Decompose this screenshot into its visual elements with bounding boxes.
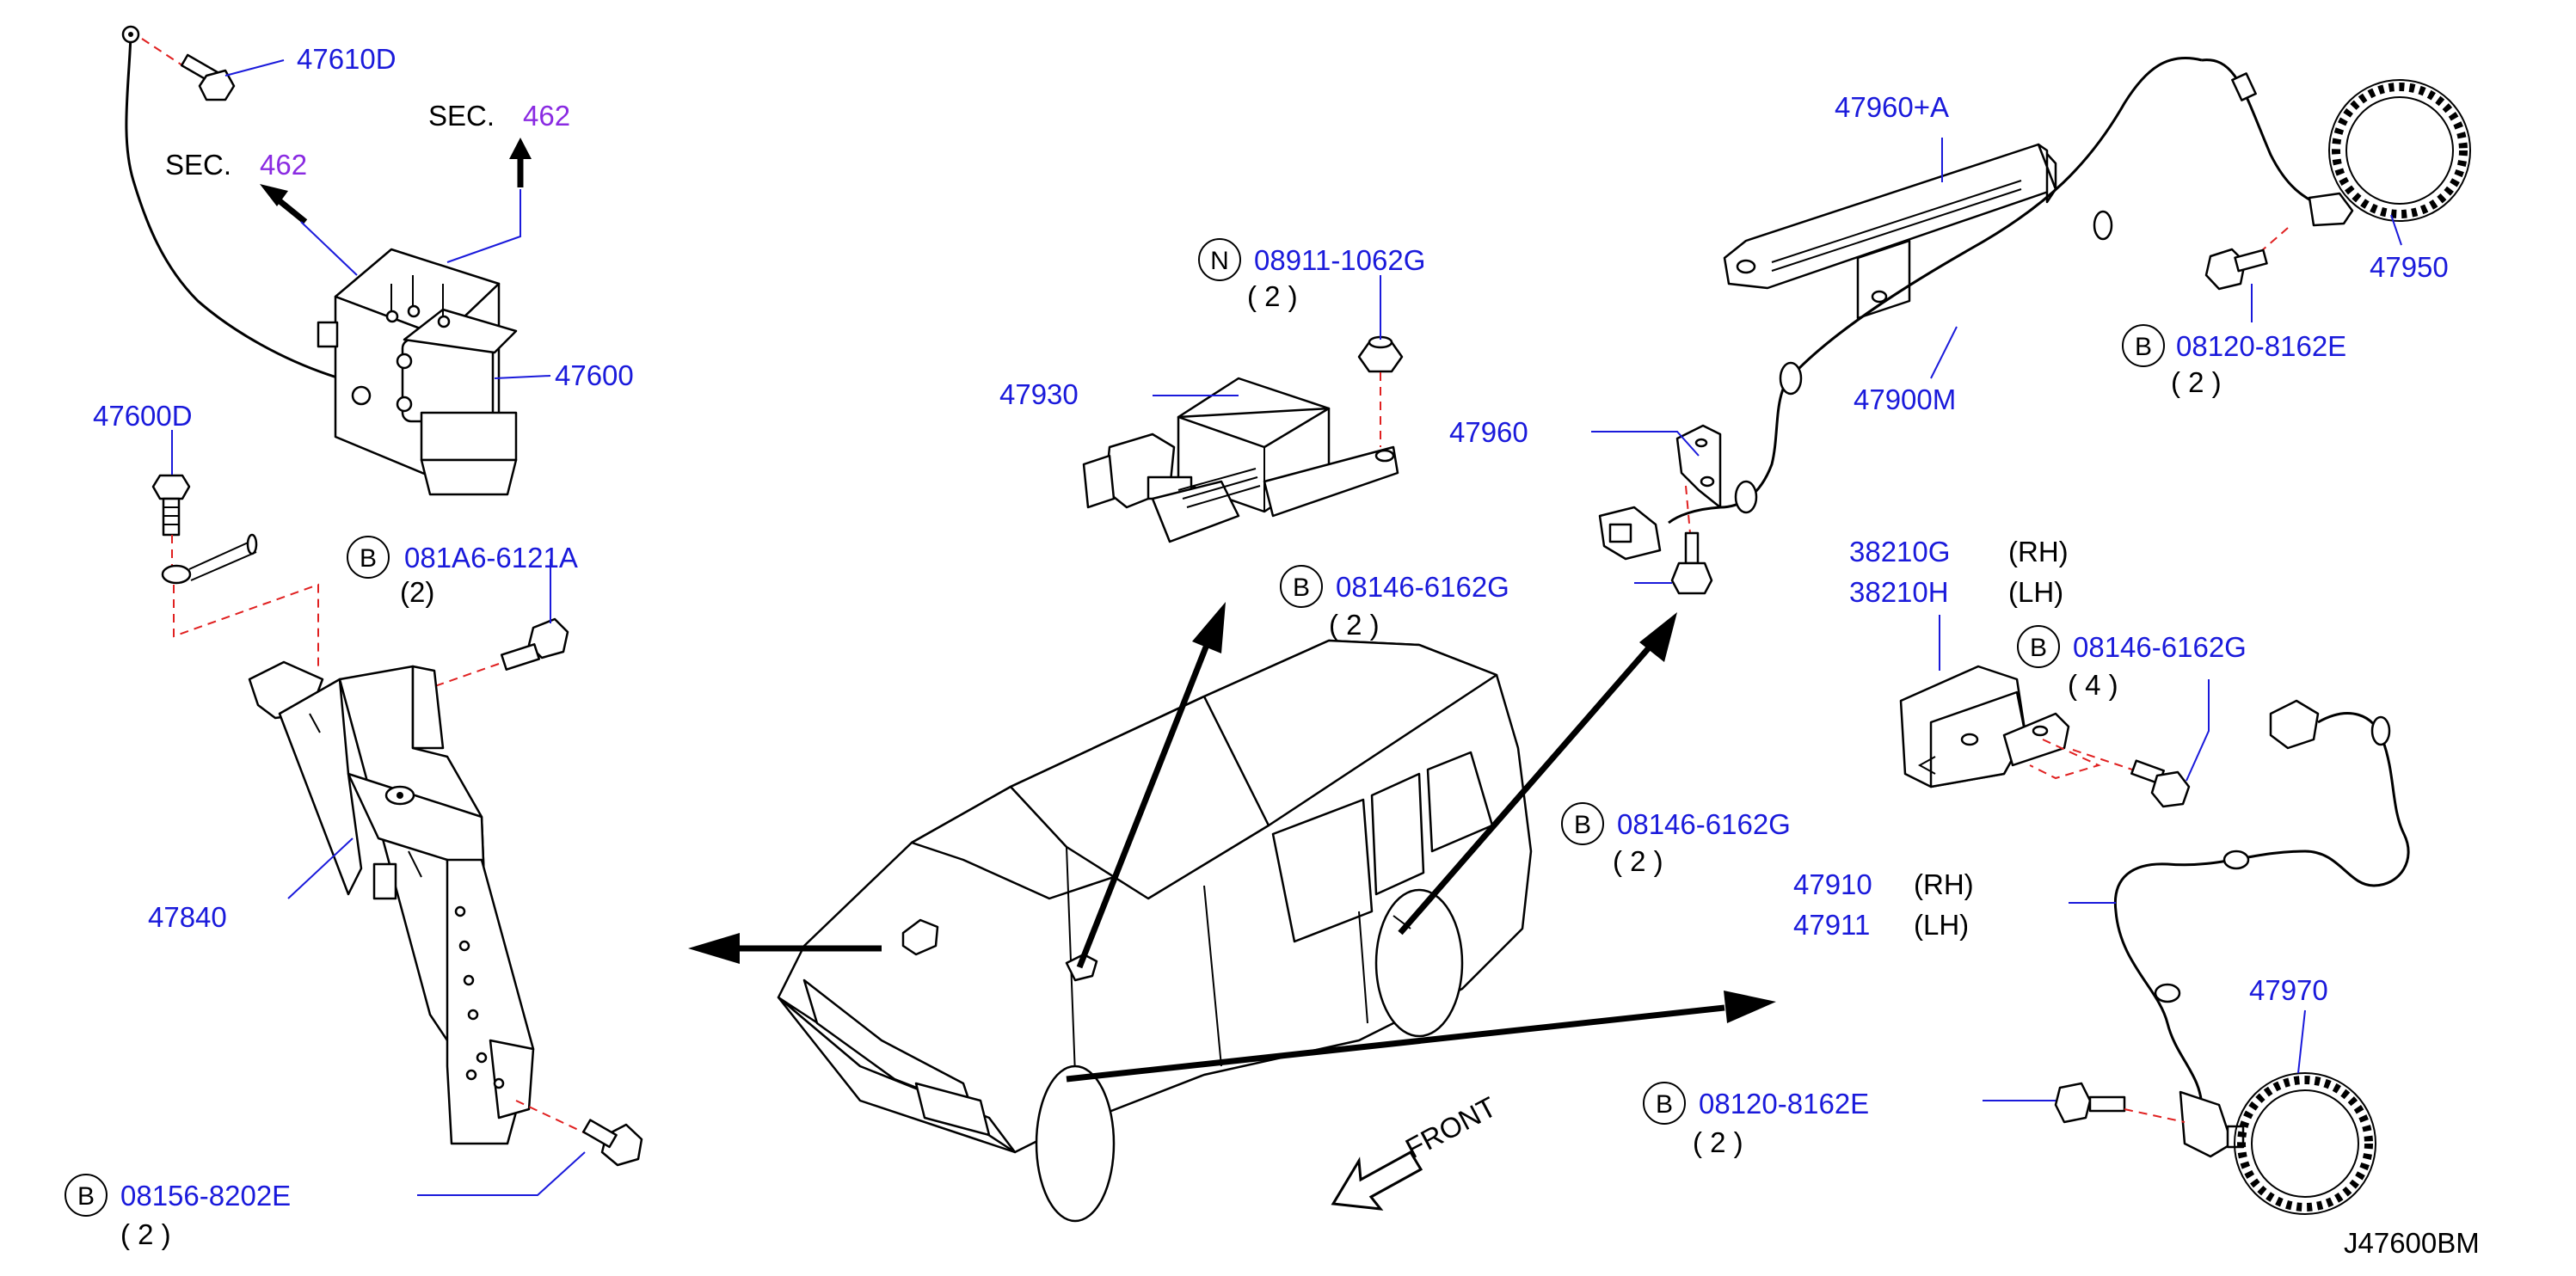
bolt-47600D <box>151 474 191 537</box>
bolt-08156 <box>582 1119 643 1167</box>
nut-08911 <box>1357 335 1404 373</box>
label-08146-6162G-top: 08146-6162G <box>1336 571 1509 603</box>
label-08120-top-qty: ( 2 ) <box>2171 366 2222 398</box>
label-47960A: 47960+A <box>1835 91 1949 123</box>
bolt-08146-right <box>2130 759 2191 808</box>
pointer-arrows <box>688 602 1776 1083</box>
label-47930: 47930 <box>999 378 1079 410</box>
label-47911: 47911 <box>1793 909 1870 941</box>
label-38210H: 38210H <box>1849 576 1949 608</box>
label-47960: 47960 <box>1449 416 1528 448</box>
sensor-harness-47910 <box>2113 699 2410 1158</box>
label-47910-side: (RH) <box>1914 868 1974 900</box>
svg-text:B: B <box>360 544 377 573</box>
bolt-47610D <box>180 53 236 101</box>
label-38210H-side: (LH) <box>2008 576 2063 608</box>
ground-strap <box>161 533 258 585</box>
label-08146-mid-qty: ( 2 ) <box>1613 845 1663 877</box>
svg-text:B: B <box>1574 811 1591 839</box>
controller-47930 <box>1082 377 1399 543</box>
bolt-08120-bottom <box>2054 1082 2126 1124</box>
label-08120-8162E-bottom: 08120-8162E <box>1699 1088 1869 1120</box>
label-47910: 47910 <box>1793 868 1872 900</box>
label-38210G: 38210G <box>1849 536 1950 567</box>
label-sec-b: SEC. <box>165 149 231 181</box>
sensor-rotor-47950 <box>2328 79 2471 222</box>
ground-wire-47610D <box>121 25 341 380</box>
circle-b-08146-mid: B <box>1561 802 1604 845</box>
bracket-38210 <box>1899 665 2070 788</box>
label-47600: 47600 <box>555 359 634 391</box>
label-08120-bottom-qty: ( 2 ) <box>1693 1126 1743 1158</box>
label-47840: 47840 <box>148 901 227 933</box>
svg-text:N: N <box>1210 247 1229 275</box>
label-47911-side: (LH) <box>1914 909 1969 941</box>
label-08146-top-qty: ( 2 ) <box>1329 609 1380 641</box>
label-08911-1062G: 08911-1062G <box>1254 244 1425 276</box>
label-08146-6162G-mid: 08146-6162G <box>1617 808 1791 840</box>
bracket-47840 <box>248 660 535 1145</box>
diagram-id: J47600BM <box>2344 1227 2480 1259</box>
label-08146-right-qty: ( 4 ) <box>2068 669 2118 701</box>
label-08156-8202E: 08156-8202E <box>120 1180 291 1212</box>
label-sec-a: SEC. <box>428 100 495 132</box>
svg-text:B: B <box>1293 574 1310 602</box>
label-47970: 47970 <box>2249 974 2328 1006</box>
label-47610D: 47610D <box>297 43 397 75</box>
abs-actuator-47600 <box>317 248 518 496</box>
svg-text:B: B <box>1656 1090 1673 1119</box>
bolt-081A6 <box>500 617 569 671</box>
bolt-08146-top <box>1670 531 1713 595</box>
front-direction-arrow <box>1331 1150 1423 1211</box>
sec-arrow-up <box>509 138 532 187</box>
svg-text:B: B <box>2135 333 2152 361</box>
label-08120-8162E-top: 08120-8162E <box>2176 330 2346 362</box>
svg-text:B: B <box>2030 634 2047 662</box>
bolt-08120-top <box>2204 248 2268 291</box>
svg-text:B: B <box>77 1182 95 1211</box>
bracket-47960 <box>1675 424 1722 509</box>
label-08911-qty: ( 2 ) <box>1247 280 1298 312</box>
label-sec-b-num: 462 <box>260 149 307 181</box>
label-47600D: 47600D <box>93 400 193 432</box>
circle-b-08120-bottom: B <box>1643 1082 1686 1125</box>
circle-n-08911: N <box>1198 238 1241 281</box>
label-081A6-qty: (2) <box>400 576 434 608</box>
label-38210G-side: (RH) <box>2008 536 2069 567</box>
circle-b-08120-top: B <box>2122 324 2165 367</box>
label-08146-6162G-right: 08146-6162G <box>2073 631 2247 663</box>
label-47950: 47950 <box>2370 251 2449 283</box>
label-08156-qty: ( 2 ) <box>120 1218 171 1250</box>
vehicle-outline <box>777 639 1533 1223</box>
circle-b-08156: B <box>65 1174 108 1217</box>
sensor-rotor-47970 <box>2234 1072 2376 1215</box>
circle-b-081A6: B <box>347 536 390 579</box>
label-47900M: 47900M <box>1854 383 1956 415</box>
circle-b-08146-top: B <box>1280 565 1323 608</box>
sensor-harness-47900M <box>1598 56 2354 561</box>
bracket-47960A <box>1723 143 2057 320</box>
label-sec-a-num: 462 <box>523 100 570 132</box>
label-front: FRONT <box>1400 1090 1502 1164</box>
sec-arrow-left <box>260 184 308 224</box>
label-081A6-6121A: 081A6-6121A <box>404 542 578 574</box>
circle-b-08146-right: B <box>2017 625 2060 668</box>
